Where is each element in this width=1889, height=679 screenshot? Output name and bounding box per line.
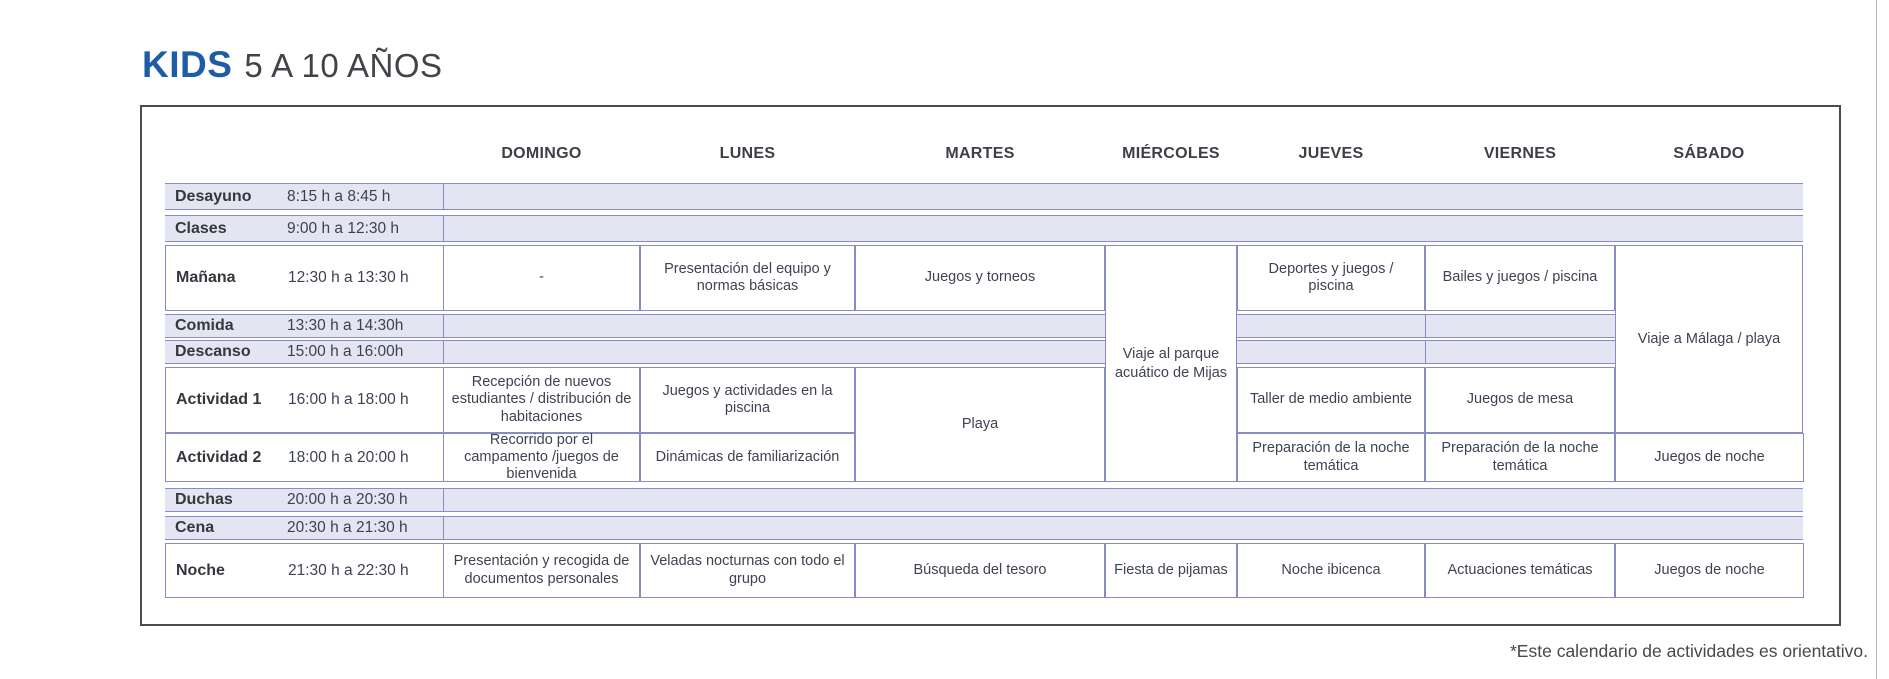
row-label-manana: Mañana [176,269,236,286]
page-edge-line [1876,0,1877,679]
row-desayuno: Desayuno 8:15 h a 8:45 h [165,183,1803,210]
cell-manana-lunes: Presentación del equipo y normas básicas [640,245,855,311]
footnote: *Este calendario de actividades es orien… [1510,641,1868,661]
day-header-domingo: DOMINGO [501,145,582,162]
row-time-comida: 13:30 h a 14:30h [287,317,404,334]
row-label-duchas: Duchas [175,491,233,508]
page-title: KIDS 5 A 10 AÑOS [142,44,443,86]
column-divider [1425,341,1426,363]
row-time-noche: 21:30 h a 22:30 h [288,561,409,579]
schedule-table: DOMINGO LUNES MARTES MIÉRCOLES JUEVES VI… [140,105,1841,626]
row-label-actividad2: Actividad 2 [176,448,262,466]
day-header-miercoles: MIÉRCOLES [1122,145,1220,162]
row-clases: Clases 9:00 h a 12:30 h [165,215,1803,242]
cell-manana-jueves: Deportes y juegos / piscina [1237,245,1425,311]
row-noche: Noche 21:30 h a 22:30 h Presentación y r… [165,543,1804,598]
row-label-actividad1: Actividad 1 [176,391,262,408]
row-time-actividad1: 16:00 h a 18:00 h [288,391,409,408]
cell-manana-martes: Juegos y torneos [855,245,1105,311]
row-descanso: Descanso 15:00 h a 16:00h [165,340,1105,364]
row-time-manana: 12:30 h a 13:30 h [288,269,409,286]
cell-noche-martes: Búsqueda del tesoro [855,543,1105,598]
cell-act2-jueves: Preparación de la noche temática [1237,433,1425,482]
cell-manana-domingo: - [443,245,640,311]
column-divider [1425,315,1426,337]
cell-noche-miercoles: Fiesta de pijamas [1105,543,1237,598]
row-time-clases: 9:00 h a 12:30 h [287,219,400,237]
cell-noche-viernes: Actuaciones temáticas [1425,543,1615,598]
row-label-noche: Noche [176,561,225,579]
row-time-duchas: 20:00 h a 20:30 h [287,491,408,508]
cell-act2-sabado: Juegos de noche [1615,433,1804,482]
row-label-descanso: Descanso [175,343,251,360]
column-divider [443,489,444,511]
cell-act2-domingo: Recorrido por el campamento /juegos de b… [443,432,640,482]
day-header-lunes: LUNES [719,145,776,162]
column-divider [443,315,444,337]
title-age-range: 5 A 10 AÑOS [244,47,443,84]
cell-playa: Playa [855,367,1105,482]
row-time-descanso: 15:00 h a 16:00h [287,343,404,360]
row-label-clases: Clases [175,219,227,237]
cell-noche-lunes: Veladas nocturnas con todo el grupo [640,543,855,598]
cell-act1-lunes: Juegos y actividades en la piscina [640,367,855,433]
column-divider [443,517,444,539]
cell-act1-jueves: Taller de medio ambiente [1237,367,1425,433]
day-header-martes: MARTES [945,145,1015,162]
day-header-viernes: VIERNES [1483,145,1557,162]
row-duchas: Duchas 20:00 h a 20:30 h [165,488,1803,512]
row-comida: Comida 13:30 h a 14:30h [165,314,1105,338]
row-cena: Cena 20:30 h a 21:30 h [165,516,1803,540]
row-time-desayuno: 8:15 h a 8:45 h [287,187,391,205]
day-header-sabado: SÁBADO [1673,145,1745,162]
cell-noche-sabado: Juegos de noche [1615,543,1804,598]
cell-noche-jueves: Noche ibicenca [1237,543,1425,598]
column-divider [443,216,444,241]
cell-noche-domingo: Presentación y recogida de documentos pe… [443,543,640,598]
title-kids: KIDS [142,44,233,85]
day-header-jueves: JUEVES [1298,145,1364,162]
cell-trip-mijas: Viaje al parque acuático de Mijas [1105,245,1237,482]
cell-manana-viernes: Bailes y juegos / piscina [1425,245,1615,311]
row-label-desayuno: Desayuno [175,187,252,205]
cell-act1-viernes: Juegos de mesa [1425,367,1615,433]
column-divider [443,341,444,363]
cell-act2-viernes: Preparación de la noche temática [1425,433,1615,482]
row-label-comida: Comida [175,317,234,334]
row-comida-segment [1237,314,1615,338]
cell-act2-lunes: Dinámicas de familiarización [640,433,855,482]
row-descanso-segment [1237,340,1615,364]
cell-trip-malaga: Viaje a Málaga / playa [1615,245,1803,433]
cell-act1-domingo: Recepción de nuevos estudiantes / distri… [443,367,640,433]
row-label-cena: Cena [175,519,215,536]
row-time-actividad2: 18:00 h a 20:00 h [288,448,409,466]
row-time-cena: 20:30 h a 21:30 h [287,519,408,536]
row-manana: Mañana 12:30 h a 13:30 h - Presentación … [165,245,1803,311]
column-divider [443,184,444,209]
